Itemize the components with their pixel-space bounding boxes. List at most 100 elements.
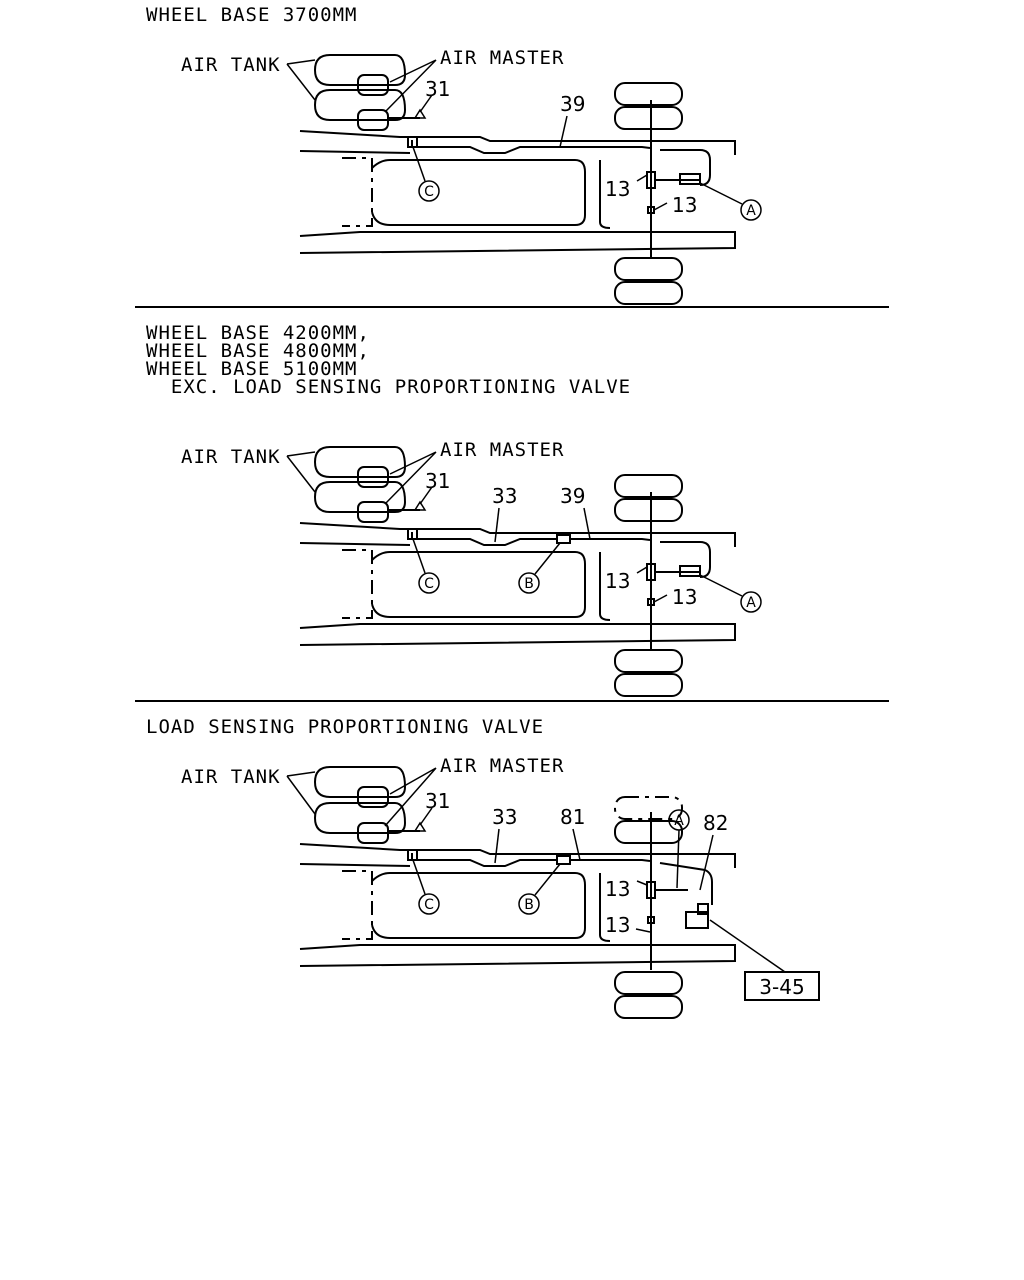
air-tank <box>313 766 407 798</box>
leader-line <box>583 507 591 540</box>
leader-line <box>676 829 680 889</box>
leader-line <box>653 594 668 603</box>
circle-marker-b-label: B <box>524 897 534 913</box>
air-master-label: AIR MASTER <box>440 47 564 69</box>
valve-port <box>697 903 709 915</box>
circle-marker-c-label: C <box>424 897 434 913</box>
pipe-fitting-13 <box>646 881 656 899</box>
union-fitting-b <box>556 534 571 544</box>
brake-pipe-loop <box>660 541 711 578</box>
circle-marker-c-label: C <box>424 184 434 200</box>
leader-line <box>419 807 433 826</box>
leader-line <box>534 863 561 896</box>
brake-pipe-39 <box>411 140 651 154</box>
frame-rail-bottom <box>299 623 736 646</box>
section-2-heading: WHEEL BASE 5100MM <box>146 358 357 380</box>
tire <box>614 498 683 522</box>
circle-marker-c-label: C <box>424 576 434 592</box>
callout-13-upper: 13 <box>605 569 630 593</box>
chassis-drawing: AIR TANK AIR MASTER 31 33 81 82 13 13 <box>181 755 820 1019</box>
callout-13-upper: 13 <box>605 177 630 201</box>
section-2-heading: WHEEL BASE 4200MM, <box>146 322 370 344</box>
section-2-heading: WHEEL BASE 4800MM, <box>146 340 370 362</box>
leader-line <box>559 115 568 148</box>
leader-line <box>572 828 581 861</box>
air-master-label: AIR MASTER <box>440 755 564 777</box>
fitting-31 <box>413 500 427 511</box>
circle-marker-b <box>518 572 540 594</box>
circle-marker-a <box>740 591 762 613</box>
fitting-31 <box>413 108 427 119</box>
frame-rail-bottom <box>299 231 736 254</box>
tire <box>614 106 683 130</box>
union-fitting-b <box>556 855 571 865</box>
callout-13-lower: 13 <box>672 585 697 609</box>
callout-33: 33 <box>492 805 517 829</box>
callout-13-upper: 13 <box>605 877 630 901</box>
air-tank <box>313 802 407 834</box>
crossmember <box>371 159 586 226</box>
leader-line <box>419 486 433 505</box>
leader-line <box>384 59 437 113</box>
frame-rail-top-lower <box>299 542 411 546</box>
leader-line <box>384 451 437 505</box>
tire <box>614 796 683 820</box>
air-tank <box>313 54 407 86</box>
brake-pipe-39 <box>570 538 651 541</box>
section-2-heading: EXC. LOAD SENSING PROPORTIONING VALVE <box>146 376 631 398</box>
crossmember <box>342 549 373 619</box>
fitting-c <box>407 136 418 148</box>
callout-82: 82 <box>703 811 728 835</box>
crossmember <box>342 157 373 227</box>
air-master <box>357 466 389 488</box>
callout-39: 39 <box>560 92 585 116</box>
air-tank-label: AIR TANK <box>181 54 281 76</box>
leader-line <box>636 174 648 182</box>
callout-31: 31 <box>425 77 450 101</box>
section-1-heading: WHEEL BASE 3700MM <box>146 4 357 26</box>
leader-line <box>384 767 437 827</box>
callout-13-lower: 13 <box>605 913 630 937</box>
frame-rail-bottom <box>299 944 736 967</box>
tire <box>614 474 683 498</box>
leader-line <box>286 59 316 101</box>
circle-marker-b <box>518 893 540 915</box>
leader-line <box>653 202 668 211</box>
fitting-31 <box>413 821 427 832</box>
leader-line <box>412 859 426 895</box>
air-master <box>357 109 389 131</box>
crossmember <box>371 872 586 939</box>
circle-marker-a-label: A <box>746 595 756 611</box>
circle-marker-a <box>740 199 762 221</box>
tire <box>614 257 683 281</box>
reference-box-label: 3-45 <box>759 975 804 999</box>
circle-marker-c <box>418 572 440 594</box>
tire <box>614 673 683 697</box>
air-tank-label: AIR TANK <box>181 766 281 788</box>
leader-line <box>494 507 500 543</box>
reference-box <box>744 971 820 1001</box>
pipe-fitting-13 <box>646 563 656 581</box>
callout-81: 81 <box>560 805 585 829</box>
chassis-drawing: AIR TANK AIR MASTER 31 33 39 13 13 <box>181 439 762 697</box>
air-master-label: AIR MASTER <box>440 439 564 461</box>
leader-line <box>699 834 714 891</box>
tire <box>614 820 683 844</box>
tire <box>614 281 683 305</box>
hose-end <box>679 565 701 577</box>
leader-line <box>534 542 561 575</box>
leader-line <box>709 919 786 973</box>
callout-31: 31 <box>425 789 450 813</box>
callout-13-lower: 13 <box>672 193 697 217</box>
leader-line <box>412 538 426 574</box>
leader-line <box>636 880 648 886</box>
air-tank-label: AIR TANK <box>181 446 281 468</box>
frame-rail-top-lower <box>299 863 411 867</box>
section-1: WHEEL BASE 3700MM AIR TANK AIR MASTER 31… <box>146 4 762 305</box>
leader-line <box>494 828 500 864</box>
hose-end <box>679 173 701 185</box>
crossmember <box>371 551 586 618</box>
leader-line <box>699 182 743 205</box>
pipe-fitting-13 <box>646 171 656 189</box>
